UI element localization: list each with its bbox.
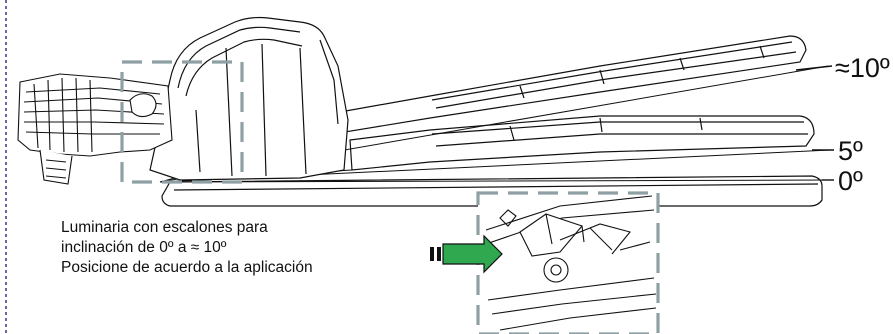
caption-line-1: Luminaria con escalones para (61, 219, 268, 236)
angle-label-5: 5º (838, 136, 863, 166)
detail-inset (430, 191, 660, 334)
lamp-head-5deg (349, 115, 815, 171)
angle-label-0: 0º (838, 166, 863, 196)
angle-label-10: ≈10º (835, 53, 890, 83)
mount-bracket (17, 73, 173, 185)
caption-line-2: inclinación de 0º a ≈ 10º (61, 239, 227, 256)
lamp-head-10deg (339, 35, 807, 133)
arrow-right-icon (430, 234, 503, 274)
caption-line-3: Posicione de acuerdo a la aplicación (61, 259, 313, 276)
pivot-callout-box (120, 60, 244, 184)
detail-inset-frame (476, 191, 660, 334)
angle-leader-lines (795, 65, 834, 181)
tilt-caption: Luminaria con escalones para inclinación… (61, 218, 313, 278)
pivot-housing (149, 16, 349, 181)
detail-inset-drawing (485, 195, 657, 331)
